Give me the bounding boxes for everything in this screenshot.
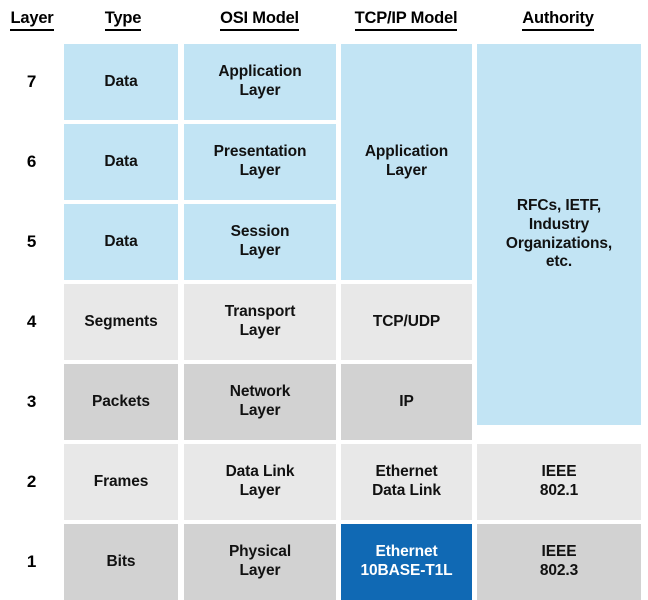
authority-cell-rfcs-line1: RFCs, IETF, xyxy=(516,196,602,214)
tcpip-cell-application-layer: Application Layer xyxy=(341,44,472,280)
column-header-layer: Layer xyxy=(0,9,64,31)
osi-cell-layer-6-line1: Presentation xyxy=(213,143,307,161)
osi-cell-layer-5: Session Layer xyxy=(184,204,336,280)
layer-number-2: 2 xyxy=(26,471,37,491)
authority-cell-rfcs-line3: Organizations, xyxy=(505,234,613,252)
column-header-type-label: Type xyxy=(104,9,141,31)
authority-cell-layer-2: IEEE 802.1 xyxy=(477,444,641,520)
tcpip-cell-layer-2: Ethernet Data Link xyxy=(341,444,472,520)
column-header-osi-model-label: OSI Model xyxy=(220,9,299,31)
column-header-authority-label: Authority xyxy=(522,9,594,31)
authority-cell-layer-2-line2: 802.1 xyxy=(539,482,579,499)
column-header-tcpip-model: TCP/IP Model xyxy=(337,9,475,31)
column-header-osi-model: OSI Model xyxy=(182,9,337,31)
osi-cell-layer-6: Presentation Layer xyxy=(184,124,336,200)
type-cell-layer-3: Packets xyxy=(64,364,178,440)
authority-cell-layer-2-line1: IEEE xyxy=(541,463,577,481)
tcpip-cell-layer-3: IP xyxy=(341,364,472,440)
osi-cell-layer-2-line1: Data Link xyxy=(225,463,295,481)
type-cell-layer-5: Data xyxy=(64,204,178,280)
type-cell-layer-1: Bits xyxy=(64,524,178,600)
tcpip-cell-application-layer-line1: Application xyxy=(364,143,449,161)
osi-cell-layer-3-line2: Layer xyxy=(239,402,281,419)
authority-cell-rfcs-ietf: RFCs, IETF, Industry Organizations, etc. xyxy=(477,44,641,425)
authority-cell-layer-1: IEEE 802.3 xyxy=(477,524,641,600)
osi-cell-layer-1-line1: Physical xyxy=(228,543,292,561)
osi-cell-layer-4: Transport Layer xyxy=(184,284,336,360)
table-body: 7 6 5 4 3 2 1 Data Data Data Segments Pa… xyxy=(0,44,648,600)
osi-cell-layer-2-line2: Layer xyxy=(239,482,281,499)
column-header-tcpip-model-label: TCP/IP Model xyxy=(354,9,458,31)
osi-cell-layer-1-line2: Layer xyxy=(239,562,281,579)
tcpip-cell-application-layer-line2: Layer xyxy=(386,162,427,179)
osi-cell-layer-5-line1: Session xyxy=(230,223,290,241)
osi-cell-layer-2: Data Link Layer xyxy=(184,444,336,520)
layer-number-3: 3 xyxy=(26,391,37,411)
tcpip-cell-layer-4: TCP/UDP xyxy=(341,284,472,360)
osi-cell-layer-5-line2: Layer xyxy=(239,242,281,259)
osi-cell-layer-4-line1: Transport xyxy=(224,303,296,321)
layer-number-1: 1 xyxy=(26,551,37,571)
layer-number-5: 5 xyxy=(26,231,37,251)
osi-cell-layer-7-line2: Layer xyxy=(239,82,281,99)
type-cell-layer-2: Frames xyxy=(64,444,178,520)
layer-number-4: 4 xyxy=(26,311,37,331)
osi-cell-layer-7: Application Layer xyxy=(184,44,336,120)
tcpip-cell-layer-1-line1: Ethernet xyxy=(375,543,438,561)
osi-cell-layer-3-line1: Network xyxy=(229,383,291,401)
authority-cell-layer-1-line2: 802.3 xyxy=(539,562,579,579)
type-cell-layer-7: Data xyxy=(64,44,178,120)
osi-cell-layer-7-line1: Application xyxy=(218,63,302,81)
tcpip-cell-layer-2-line2: Data Link xyxy=(372,482,441,499)
osi-cell-layer-4-line2: Layer xyxy=(239,322,281,339)
layer-number-7: 7 xyxy=(26,71,37,91)
column-header-type: Type xyxy=(64,9,182,31)
authority-cell-rfcs-line2: Industry xyxy=(528,215,590,233)
tcpip-cell-layer-2-line1: Ethernet xyxy=(375,463,438,481)
authority-cell-rfcs-line4: etc. xyxy=(545,253,573,271)
osi-cell-layer-1: Physical Layer xyxy=(184,524,336,600)
tcpip-cell-layer-1-line2: 10BASE-T1L xyxy=(360,562,453,579)
column-header-layer-label: Layer xyxy=(10,9,54,31)
column-header-authority: Authority xyxy=(475,9,641,31)
type-cell-layer-4: Segments xyxy=(64,284,178,360)
layer-number-6: 6 xyxy=(26,151,37,171)
osi-cell-layer-3: Network Layer xyxy=(184,364,336,440)
tcpip-cell-layer-1-highlighted: Ethernet 10BASE-T1L xyxy=(341,524,472,600)
table-header-row: Layer Type OSI Model TCP/IP Model Author… xyxy=(0,0,648,44)
osi-cell-layer-6-line2: Layer xyxy=(239,162,281,179)
authority-cell-layer-1-line1: IEEE xyxy=(541,543,577,561)
type-cell-layer-6: Data xyxy=(64,124,178,200)
